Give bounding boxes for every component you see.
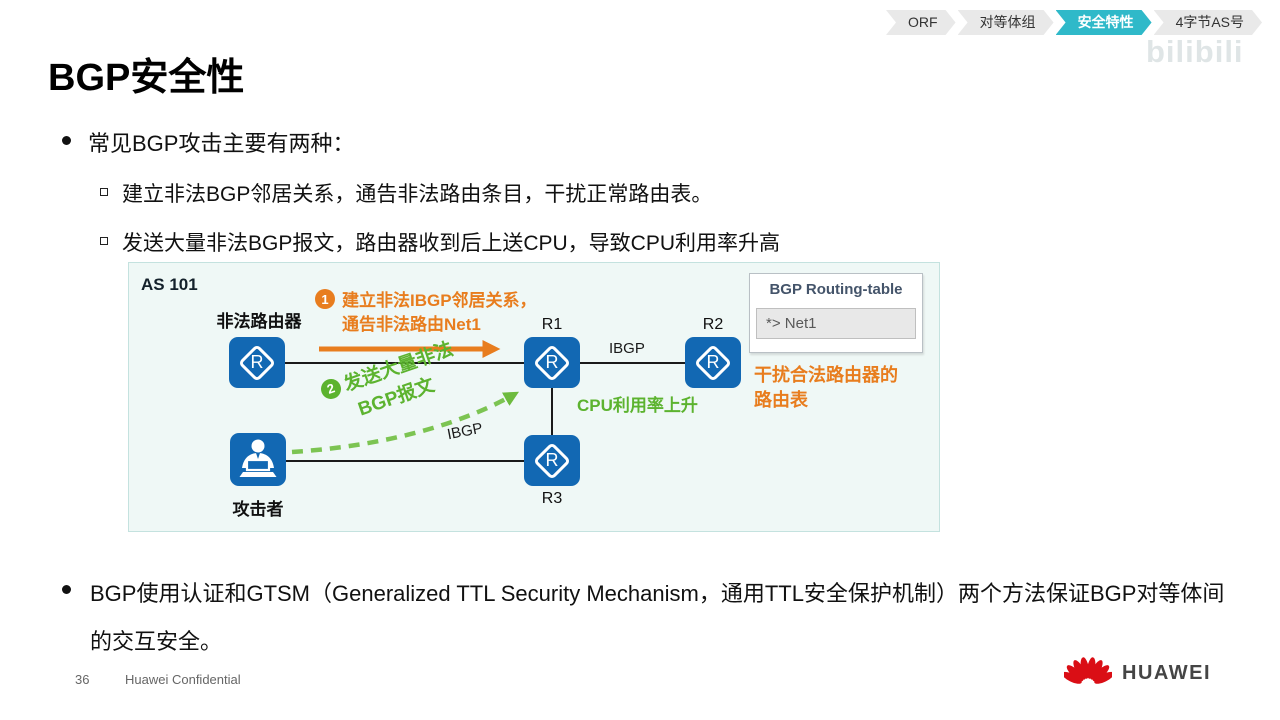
router-letter: R xyxy=(545,352,559,372)
r3-icon: R xyxy=(524,435,580,486)
link-attacker-r3 xyxy=(286,460,525,462)
bullet-main: 常见BGP攻击主要有两种： xyxy=(88,131,355,156)
link-r1-r3 xyxy=(551,388,553,436)
disturb-line1: 干扰合法路由器的 xyxy=(754,365,898,385)
bullet-bottom: BGP使用认证和GTSM（Generalized TTL Security Me… xyxy=(90,581,1225,654)
cpu-usage-label: CPU利用率上升 xyxy=(577,396,698,415)
illegal-router-label: 非法路由器 xyxy=(216,312,302,331)
disturb-line2: 路由表 xyxy=(754,390,808,410)
ibgp-label-top: IBGP xyxy=(609,340,645,357)
sub-bullet-2: 发送大量非法BGP报文，路由器收到后上送CPU，导致CPU利用率升高 xyxy=(122,232,781,255)
routing-table-row: *> Net1 xyxy=(756,308,916,339)
bilibili-watermark: bilibili xyxy=(1146,34,1244,69)
tab-security-feature[interactable]: 安全特性 xyxy=(1056,10,1152,35)
huawei-logo: HUAWEI xyxy=(1064,655,1211,691)
breadcrumb: ORF 对等体组 安全特性 4字节AS号 xyxy=(884,10,1262,35)
r1-label: R1 xyxy=(541,316,563,333)
attacker-label: 攻击者 xyxy=(232,500,284,519)
sub-bullet-marker xyxy=(100,188,108,196)
step1-line2: 通告非法路由Net1 xyxy=(342,315,481,334)
bullet-dot xyxy=(62,136,71,145)
page-title: BGP安全性 xyxy=(48,57,245,99)
step1-number-badge: 1 xyxy=(315,289,335,309)
topology-diagram: AS 101 非法路由器 R R1 xyxy=(128,262,940,532)
sub-bullet-marker xyxy=(100,237,108,245)
attack2-dashed-arrow xyxy=(291,391,520,455)
router-letter: R xyxy=(250,352,264,372)
arrows-overlay xyxy=(291,340,520,455)
step1-line1: 建立非法IBGP邻居关系， xyxy=(342,291,537,310)
link-illegal-r1 xyxy=(285,362,525,364)
person-at-laptop-icon xyxy=(239,439,277,477)
r1-icon: R xyxy=(524,337,580,388)
router-letter: R xyxy=(545,450,559,470)
as-label: AS 101 xyxy=(141,275,198,294)
disturb-note: 干扰合法路由器的 路由表 xyxy=(754,363,898,413)
tab-peer-group[interactable]: 对等体组 xyxy=(958,10,1054,35)
routing-table-title: BGP Routing-table xyxy=(769,281,903,298)
tab-4byte-as[interactable]: 4字节AS号 xyxy=(1154,10,1262,35)
link-r1-r2 xyxy=(580,362,686,364)
bullet-dot xyxy=(62,585,71,594)
router-letter: R xyxy=(706,352,720,372)
r3-label: R3 xyxy=(541,490,563,507)
huawei-brand-text: HUAWEI xyxy=(1122,661,1211,684)
illegal-router-icon: R xyxy=(229,337,285,388)
r2-icon: R xyxy=(685,337,741,388)
attack-step1-note: 1 建立非法IBGP邻居关系， 通告非法路由Net1 xyxy=(315,289,537,337)
confidential-label: Huawei Confidential xyxy=(125,672,241,687)
bgp-routing-table: BGP Routing-table *> Net1 xyxy=(749,273,923,353)
sub-bullet-1: 建立非法BGP邻居关系，通告非法路由条目，干扰正常路由表。 xyxy=(122,183,713,206)
tab-orf[interactable]: ORF xyxy=(886,10,956,35)
attacker-icon xyxy=(230,433,286,486)
huawei-flower-icon xyxy=(1064,657,1112,684)
page-number: 36 xyxy=(75,672,90,687)
r2-label: R2 xyxy=(702,316,724,333)
